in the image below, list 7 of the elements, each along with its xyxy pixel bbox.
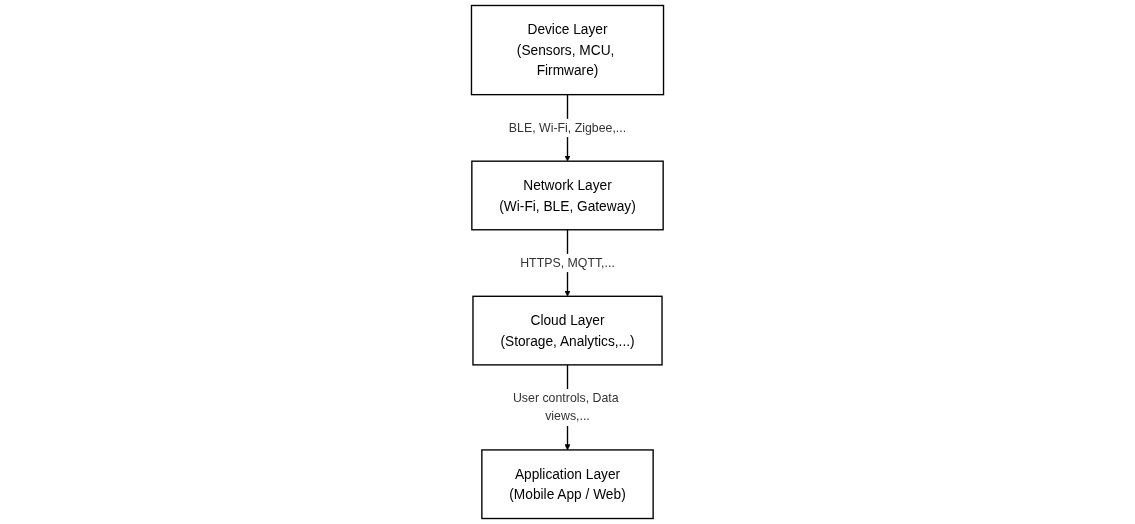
node-box: Application Layer (Mobile App / Web)	[481, 449, 654, 520]
node-box: Device Layer (Sensors, MCU, Firmware)	[470, 4, 665, 96]
edge-label: HTTPS, MQTT,...	[520, 255, 615, 270]
edge-label: User controls, Data views,...	[512, 390, 619, 424]
edge-label: BLE, Wi-Fi, Zigbee,...	[508, 120, 627, 135]
node-box: Network Layer (Wi-Fi, BLE, Gateway)	[471, 160, 664, 231]
node-box: Cloud Layer (Storage, Analytics,...)	[472, 295, 663, 366]
